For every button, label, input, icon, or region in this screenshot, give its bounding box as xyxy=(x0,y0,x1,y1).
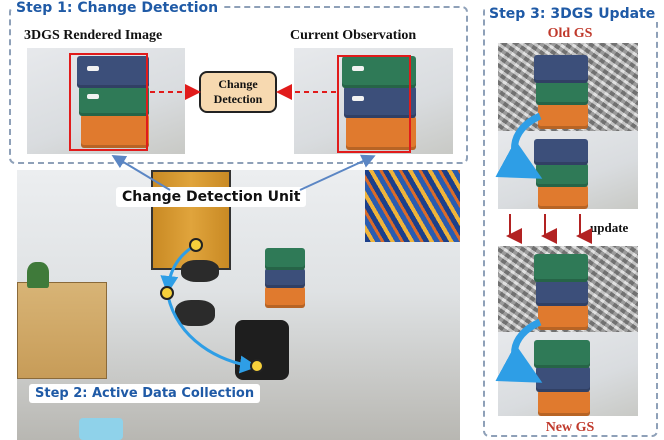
green-box xyxy=(79,86,149,116)
green-box xyxy=(265,248,305,270)
wooden-shelf xyxy=(17,282,107,379)
blue-box xyxy=(536,366,590,392)
step1-panel xyxy=(9,6,468,164)
change-detection-module: Change Detection xyxy=(199,71,277,113)
blue-box xyxy=(344,86,416,118)
rendered-image-label: 3DGS Rendered Image xyxy=(24,28,163,43)
orange-box xyxy=(538,185,588,209)
orange-box xyxy=(265,286,305,308)
orange-box xyxy=(538,103,588,129)
blue-box xyxy=(77,56,149,88)
rendered-highlight xyxy=(69,53,148,151)
orange-box xyxy=(346,116,416,150)
blue-box xyxy=(534,55,588,83)
green-box xyxy=(536,163,588,187)
blue-box xyxy=(265,268,305,288)
blue-box xyxy=(534,139,588,165)
green-box xyxy=(534,340,590,368)
step3-title: Step 3: 3DGS Update xyxy=(485,6,660,22)
green-box xyxy=(534,254,588,282)
wall-painting xyxy=(365,170,460,242)
change-detection-unit-label: Change Detection Unit xyxy=(116,187,307,207)
trajectory-marker-3 xyxy=(250,359,264,373)
robot-far xyxy=(181,260,219,282)
new-gs-curved-arrow xyxy=(495,318,543,383)
step2-title: Step 2: Active Data Collection xyxy=(29,384,261,403)
new-gs-label: New GS xyxy=(545,420,595,435)
robot-mid xyxy=(175,300,215,326)
trajectory-marker-2 xyxy=(160,286,174,300)
old-gs-label: Old GS xyxy=(547,26,593,41)
observation-image xyxy=(294,48,453,154)
rendered-image xyxy=(27,48,185,154)
orange-box xyxy=(538,390,590,416)
detector-line2: Detection xyxy=(213,92,263,106)
trajectory-arrow-1 xyxy=(160,244,195,294)
blue-box xyxy=(536,280,588,306)
new-gs-image xyxy=(498,246,638,332)
blue-stool xyxy=(79,418,123,440)
unit-to-rendered-arrow xyxy=(111,154,171,191)
trajectory-arrow-2 xyxy=(166,295,258,374)
orange-box xyxy=(538,304,588,330)
green-box xyxy=(536,81,588,105)
old-gs-curved-arrow xyxy=(495,112,543,179)
unit-to-observation-arrow xyxy=(299,154,376,191)
step1-title: Step 1: Change Detection xyxy=(12,0,223,16)
plant xyxy=(27,262,49,288)
trajectory-marker-1 xyxy=(189,238,203,252)
new-gs-observation xyxy=(498,332,638,416)
old-gs-image xyxy=(498,43,638,131)
observation-label: Current Observation xyxy=(290,28,417,43)
observation-highlight xyxy=(337,55,411,153)
green-box xyxy=(342,56,416,88)
detector-line1: Change xyxy=(218,77,258,91)
update-label: update xyxy=(590,220,629,235)
orange-box xyxy=(81,114,149,148)
